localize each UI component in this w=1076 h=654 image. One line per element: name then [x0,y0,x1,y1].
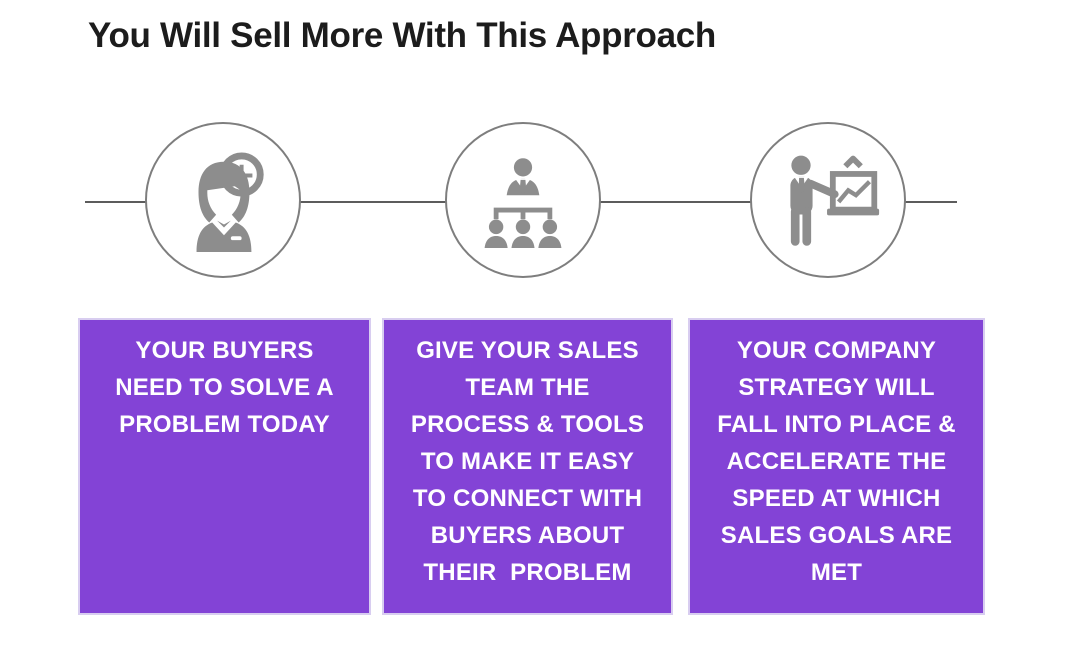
box-text-line: YOUR BUYERS [135,337,314,364]
box-text-line: TO MAKE IT EASY [420,448,635,475]
buyer-with-clock-icon [196,152,264,252]
box-text-line: MET [810,559,863,586]
box-text-line: NEED TO SOLVE A [115,374,334,401]
step-circle-3 [750,122,906,278]
box-text-line: ACCELERATE THE [726,448,947,475]
step-circle-1 [145,122,301,278]
box-text-line: TO CONNECT WITH [412,485,643,512]
box-text-line: SALES GOALS ARE [720,522,953,549]
box-text-line: YOUR COMPANY [736,337,937,364]
box-text-line: BUYERS ABOUT [430,522,625,549]
benefit-box-sales-team: GIVE YOUR SALES TEAM THE PROCESS & TOOLS… [382,318,673,615]
presenter-growth-chart-icon [790,155,880,246]
box-text-line: FALL INTO PLACE & [717,411,956,438]
page-title: You Will Sell More With This Approach [88,16,717,55]
box-text-line: STRATEGY WILL [738,374,935,401]
org-chart-icon [484,158,562,248]
benefit-box-buyers: YOUR BUYERS NEED TO SOLVE A PROBLEM TODA… [78,318,371,615]
box-text-line: GIVE YOUR SALES [416,337,639,364]
box-text-line: THEIR PROBLEM [423,559,632,586]
box-text-line: PROCESS & TOOLS [410,411,645,438]
box-text-line: PROBLEM TODAY [119,411,330,438]
box-text-line: SPEED AT WHICH [732,485,941,512]
box-text-line: TEAM THE [465,374,590,401]
benefit-box-strategy: YOUR COMPANY STRATEGY WILL FALL INTO PLA… [688,318,985,615]
step-circle-2 [445,122,601,278]
